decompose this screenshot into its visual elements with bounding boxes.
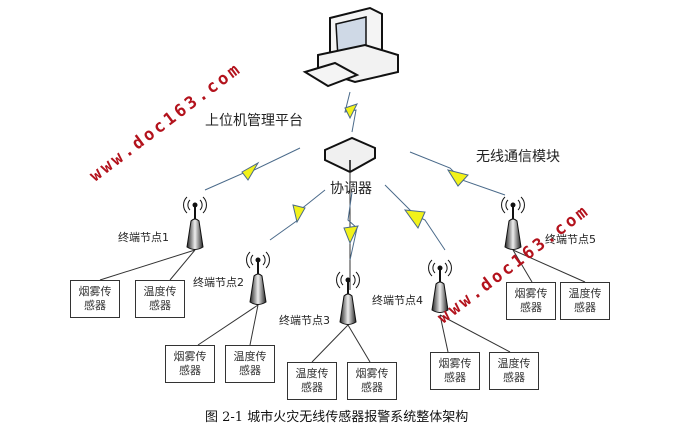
figure-caption: 图 2-1 城市火灾无线传感器报警系统整体架构 — [205, 410, 469, 425]
sensor-smoke-5: 烟雾传 感器 — [506, 282, 556, 320]
sensor-temp-4: 温度传 感器 — [489, 352, 539, 390]
sensor-smoke-4: 烟雾传 感器 — [430, 352, 480, 390]
sensor-temp-5: 温度传 感器 — [560, 282, 610, 320]
antenna-icon — [336, 271, 360, 325]
sensor-smoke-3: 烟雾传 感器 — [347, 362, 397, 400]
node-label-3: 终端节点3 — [279, 314, 330, 327]
sensor-temp-1: 温度传 感器 — [135, 280, 185, 318]
antenna-icon — [246, 251, 270, 305]
antenna-icon — [428, 259, 452, 313]
sensor-smoke-2: 烟雾传 感器 — [165, 345, 215, 383]
antenna-icon — [183, 196, 207, 250]
host-platform-label: 上位机管理平台 — [205, 113, 303, 129]
node-label-4: 终端节点4 — [372, 294, 423, 307]
sensor-temp-2: 温度传 感器 — [225, 345, 275, 383]
antennas — [183, 196, 525, 325]
wireless-links — [204, 91, 506, 261]
antenna-icon — [501, 196, 525, 250]
coordinator-router-icon — [324, 136, 376, 174]
node-label-2: 终端节点2 — [193, 276, 244, 289]
sensor-smoke-1: 烟雾传 感器 — [70, 280, 120, 318]
coordinator-label: 协调器 — [330, 181, 372, 197]
node-label-1: 终端节点1 — [118, 231, 169, 244]
sensor-temp-3: 温度传 感器 — [287, 362, 337, 400]
node-label-5: 终端节点5 — [545, 233, 596, 246]
wired-links — [99, 172, 586, 363]
wireless-module-label: 无线通信模块 — [476, 149, 560, 165]
computer-icon — [302, 6, 399, 88]
